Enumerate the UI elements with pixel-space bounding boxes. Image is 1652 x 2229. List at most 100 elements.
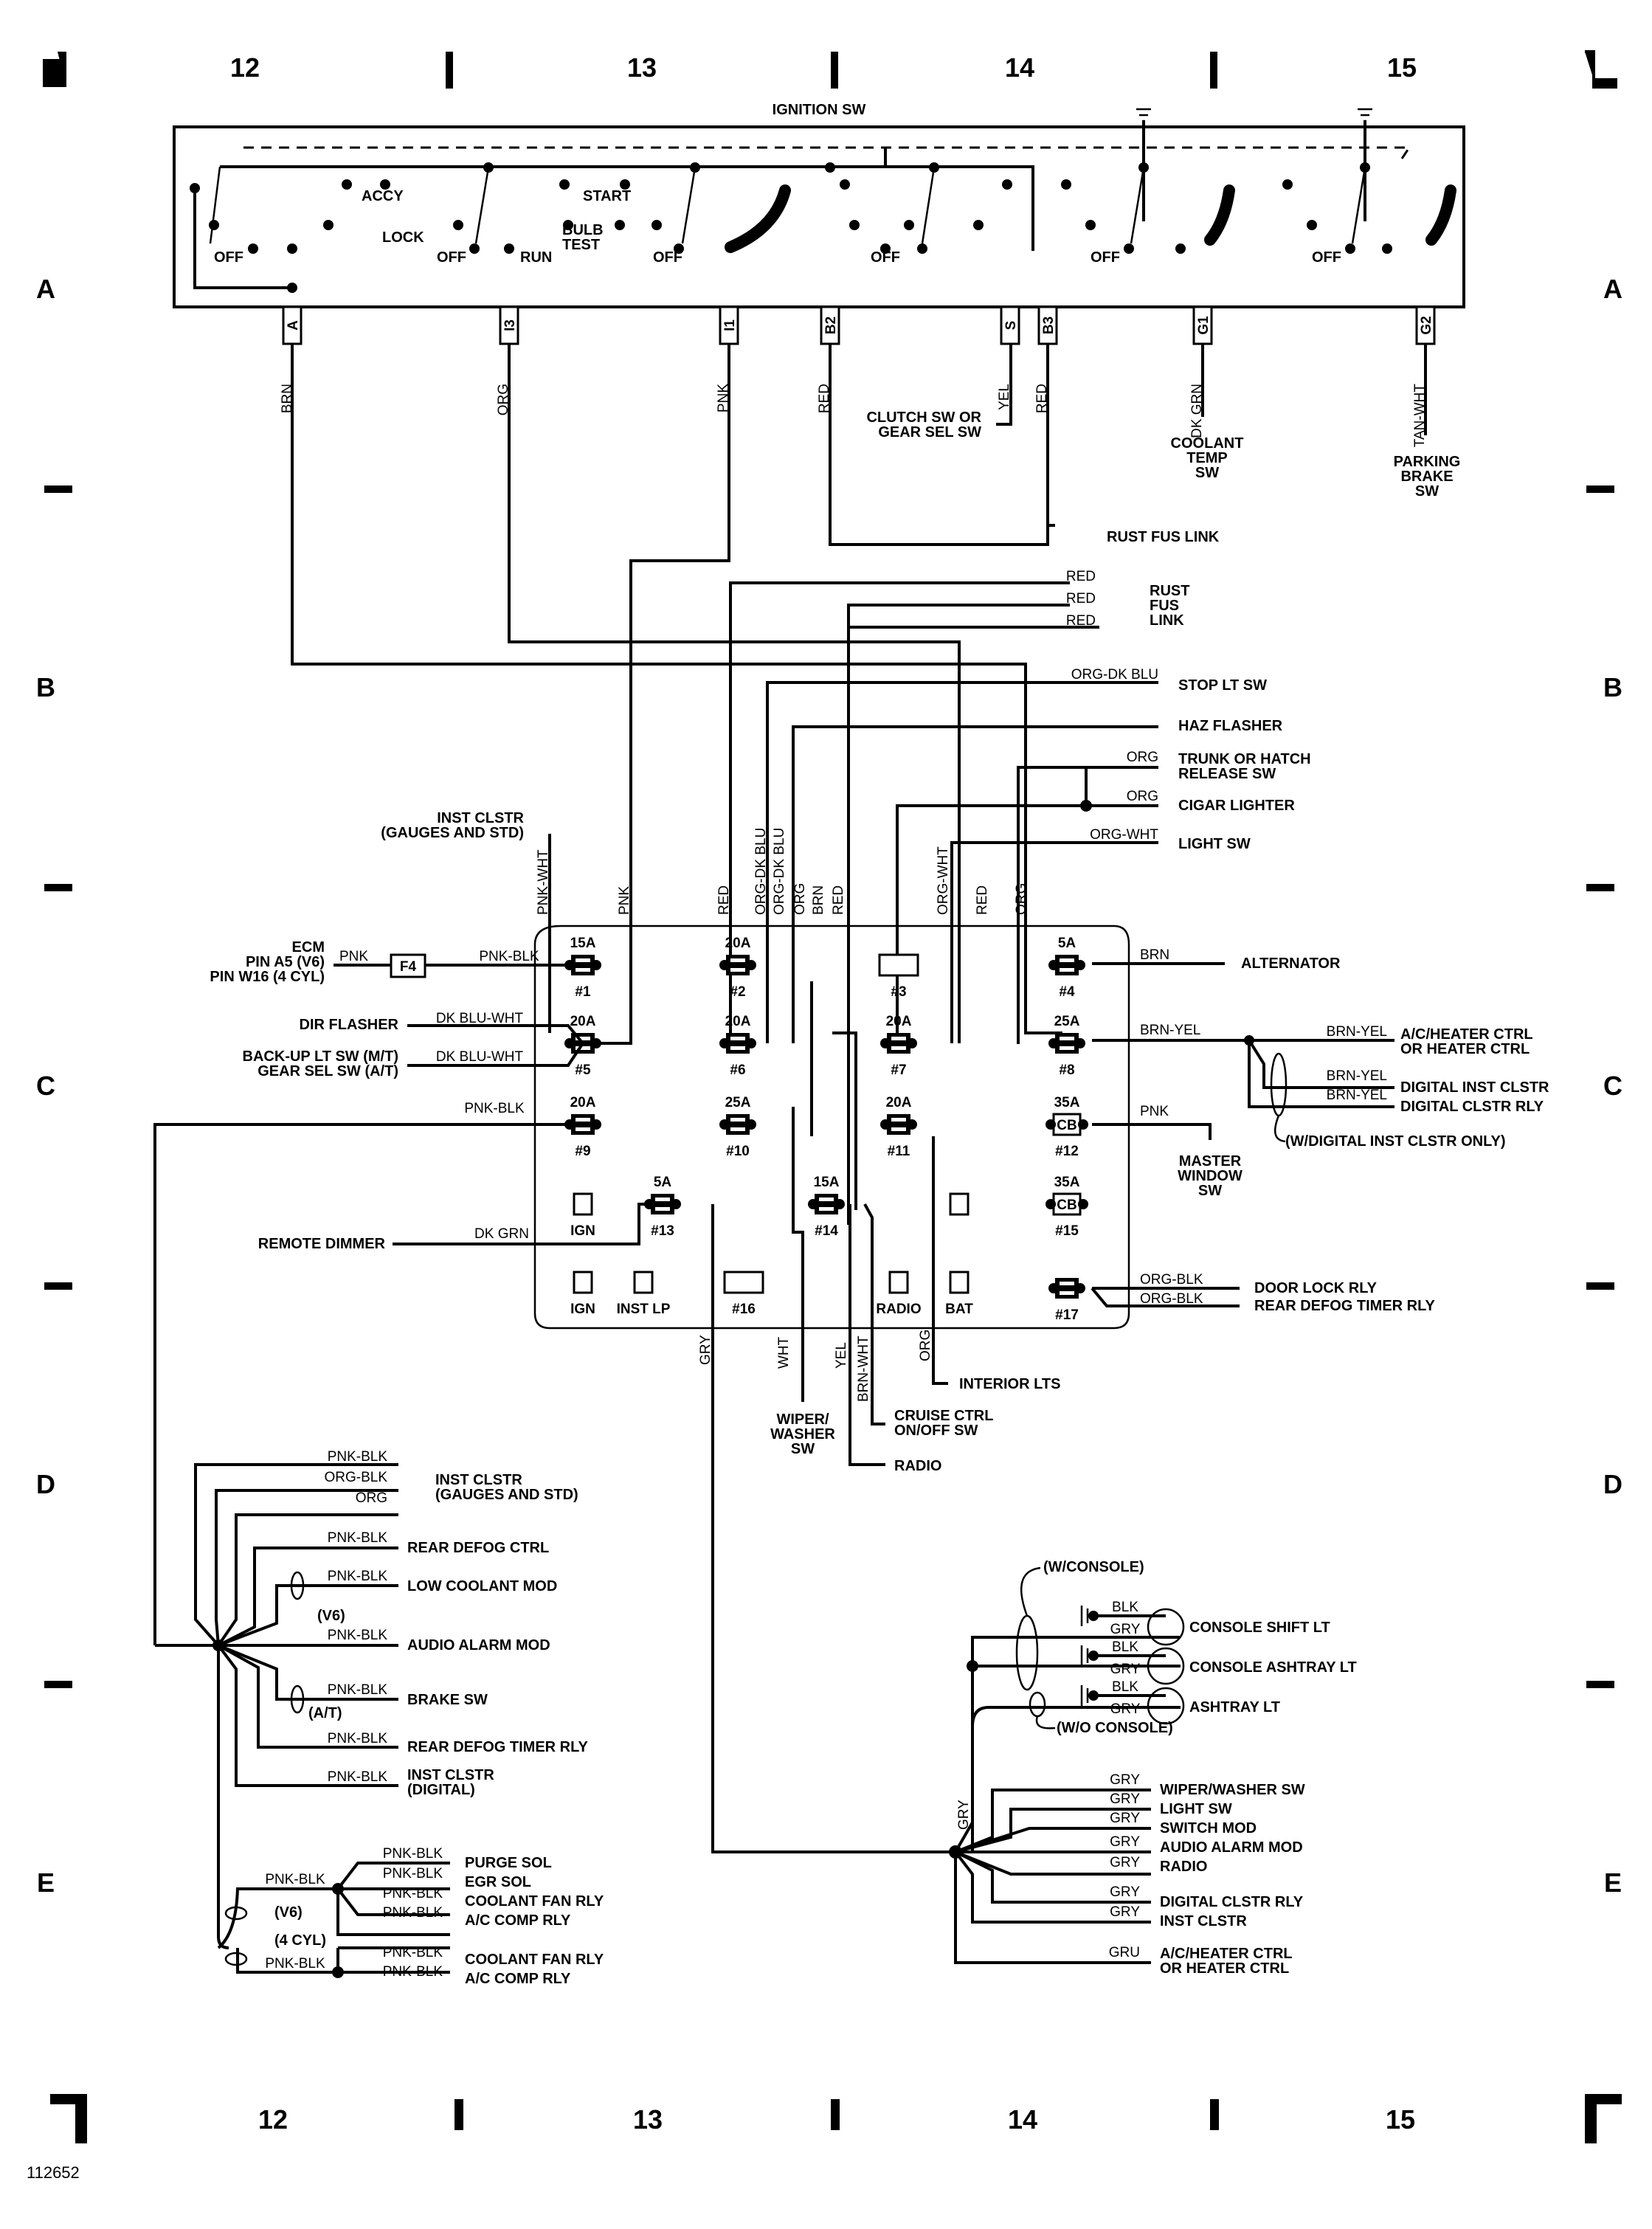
row-label: D <box>1603 1469 1622 1499</box>
circuit-breaker-icon <box>1052 1192 1082 1216</box>
option-marker <box>1015 1614 1039 1691</box>
fuse-number: #15 <box>1055 1223 1079 1239</box>
component-label: REAR DEFOG CTRL <box>407 1540 549 1556</box>
component-label: REAR DEFOG TIMER RLY <box>407 1739 588 1755</box>
component-label: TEMP <box>1186 450 1228 466</box>
row-divider <box>44 884 72 891</box>
column-divider <box>1210 2099 1219 2130</box>
position-bulb-test: BULB <box>562 222 604 238</box>
row-label: A <box>1603 274 1622 304</box>
fuse-rating: 20A <box>886 1014 912 1029</box>
fuse-rating: 20A <box>725 1014 751 1029</box>
component-label: DIGITAL CLSTR RLY <box>1400 1099 1544 1115</box>
column-divider <box>831 2099 840 2130</box>
fuse-block-outline <box>533 925 1130 1330</box>
wire-color-label: BRN-YEL <box>1327 1088 1387 1103</box>
terminal-label: I3 <box>502 319 518 331</box>
splice <box>967 1660 978 1672</box>
row-label: D <box>36 1469 55 1499</box>
fuse-number: #8 <box>1059 1062 1074 1078</box>
component-label: A/C COMP RLY <box>465 1912 571 1929</box>
component-label: OR HEATER CTRL <box>1160 1960 1289 1977</box>
wire-color-label: PNK <box>716 384 731 412</box>
fuse-16: #16 <box>723 1271 764 1317</box>
fuse-number: #17 <box>1055 1307 1079 1323</box>
wire-color-label: GRY <box>1110 1811 1140 1826</box>
row-label: C <box>1603 1071 1622 1101</box>
fuse-number: #4 <box>1059 984 1075 1000</box>
fuse-number: #16 <box>732 1302 756 1317</box>
fuse-6: 20A #6 <box>719 1014 756 1078</box>
component-label: A/C COMP RLY <box>465 1971 571 1987</box>
wire-color-label: BRN <box>280 384 295 413</box>
wire-color-label: GRY <box>956 1800 972 1830</box>
terminal-label: B2 <box>823 317 839 334</box>
wire-color-label: BRN-WHT <box>856 1335 871 1402</box>
wire-color-label: RED <box>1034 384 1050 413</box>
fuse-slot <box>949 1271 970 1294</box>
component-label: (GAUGES AND STD) <box>381 825 524 841</box>
wire-color-label: YEL <box>834 1342 849 1369</box>
wire-color-label: PNK-BLK <box>383 1905 443 1921</box>
lamp-ashtray-lt: BLK GRY ASHTRAY LT <box>1080 1679 1280 1725</box>
fuse-4: 5A#4 <box>1048 936 1085 1000</box>
fuse-rating: 25A <box>1054 1014 1080 1029</box>
component-label: INTERIOR LTS <box>959 1376 1060 1392</box>
component-label: COOLANT FAN RLY <box>465 1952 604 1968</box>
component-label: RELEASE SW <box>1178 766 1276 782</box>
position-bulb-test: TEST <box>562 237 600 253</box>
fuse-number: #9 <box>575 1144 590 1159</box>
component-label: AUDIO ALARM MOD <box>1160 1839 1303 1856</box>
component-label: PIN W16 (4 CYL) <box>210 969 325 985</box>
fuse-icon <box>887 1033 910 1054</box>
position-lock: LOCK <box>382 229 424 246</box>
wire-color-label: BLK <box>1112 1600 1138 1615</box>
fuse-number: #5 <box>575 1062 591 1078</box>
wire-color-label: PNK-BLK <box>328 1569 388 1584</box>
fuse-rating: 20A <box>570 1014 596 1029</box>
fuse-icon <box>815 1194 838 1214</box>
wire-color-label: PNK <box>617 886 632 915</box>
terminal-label: S <box>1003 321 1019 331</box>
wire-color-label: ORG <box>496 384 511 415</box>
fuse-slot <box>888 1271 909 1294</box>
fuse-number: #6 <box>730 1062 745 1078</box>
wire-color-label: YEL <box>997 384 1012 410</box>
component-label: BRAKE SW <box>407 1692 488 1708</box>
component-label: HAZ FLASHER <box>1178 718 1283 734</box>
component-label: RUST <box>1150 583 1189 599</box>
wire-color-label: PNK-BLK <box>383 1846 443 1862</box>
inline-fuse-f4 <box>390 953 426 978</box>
component-label: LIGHT SW <box>1178 836 1251 852</box>
fuse-rating: 20A <box>886 1095 912 1110</box>
wire-color-label: PNK-BLK <box>328 1731 388 1746</box>
empty-fuse-slot <box>878 953 919 977</box>
slot-label: IGN <box>570 1223 595 1239</box>
row-label: A <box>36 274 55 304</box>
row-divider <box>1586 1681 1614 1688</box>
wire-color-label: ORG <box>918 1330 933 1361</box>
column-label: 15 <box>1387 52 1417 83</box>
gry-splice-harness: GRY GRY GRY GRY GRY GRY GRY GRY GRU WIPE… <box>949 1727 1305 1977</box>
component-label: A/C/HEATER CTRL <box>1160 1946 1293 1962</box>
circuit-breaker-label: CB <box>1057 1118 1076 1133</box>
wire-color-label: BRN-YEL <box>1327 1068 1387 1084</box>
wire-color-label: BRN <box>1140 947 1169 963</box>
position-accy: ACCY <box>362 188 404 204</box>
slot-label: INST LP <box>617 1302 671 1317</box>
fuse-number: #14 <box>815 1223 838 1239</box>
fuse-rating: 25A <box>725 1095 751 1110</box>
position-start: START <box>583 188 631 204</box>
component-label: DIGITAL INST CLSTR <box>1400 1079 1549 1096</box>
wire-color-label: PNK-BLK <box>383 1886 443 1901</box>
wire-color-label: ORG-DK BLU <box>1071 667 1158 682</box>
component-label: INST CLSTR <box>437 810 524 826</box>
inline-fuse-label: F4 <box>400 959 417 975</box>
fuse-slot <box>573 1192 593 1216</box>
wire-color-label: GRY <box>1110 1662 1141 1677</box>
wire-color-label: ORG-DK BLU <box>753 828 769 915</box>
option-marker <box>224 1906 248 1921</box>
switch-blade <box>921 167 936 244</box>
wire-color-label: DK GRN <box>1189 384 1205 438</box>
